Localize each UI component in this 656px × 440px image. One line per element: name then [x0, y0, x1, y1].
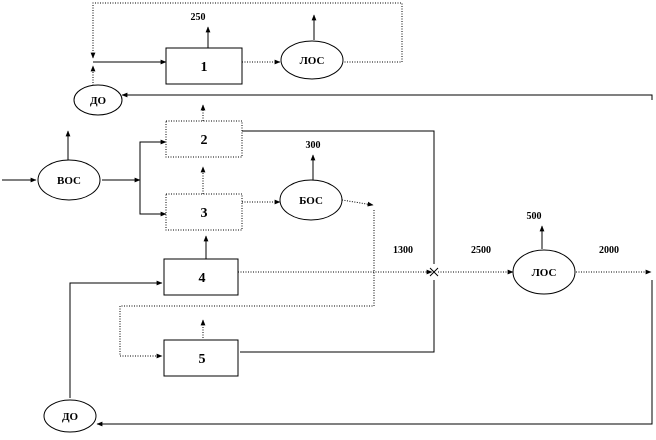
label-box-4: 4 [199, 271, 206, 286]
label-box-1: 1 [201, 60, 208, 75]
flow-recycle-to-box5 [119, 210, 375, 359]
recycle-loop-top [90, 2, 403, 63]
label-box-2: 2 [201, 133, 208, 148]
return-line-to-do-top [121, 92, 653, 100]
label-los-right: ЛОС [532, 267, 557, 279]
splitter-to-box2 [139, 139, 167, 214]
process-box-3 [165, 193, 243, 231]
flow-box5-to-merge [240, 280, 435, 353]
node-bos [279, 179, 343, 221]
flow-value-final-out: 2000 [599, 245, 619, 256]
flow-box2-to-merge [242, 130, 435, 264]
node-los-right [512, 249, 576, 295]
return-line-to-do-bottom [96, 280, 653, 427]
process-box-1 [165, 47, 243, 85]
label-los-top: ЛОС [300, 55, 325, 67]
label-bos: БОС [299, 195, 323, 207]
node-do-bottom [43, 399, 97, 433]
label-do-top: ДО [90, 95, 107, 107]
flow-value-box1-out: 250 [191, 12, 206, 23]
label-box-3: 3 [201, 206, 208, 221]
process-box-5 [163, 339, 239, 377]
process-box-2 [165, 120, 243, 158]
flow-value-merge-out: 2500 [471, 245, 491, 256]
label-box-5: 5 [199, 352, 206, 367]
flow-bos-right [341, 199, 374, 207]
node-vos [37, 159, 101, 201]
node-do-top [73, 84, 123, 116]
flow-do-bottom-to-box4 [69, 280, 163, 398]
label-do-bottom: ДО [62, 411, 79, 423]
flow-value-los-right-out-top: 500 [527, 211, 542, 222]
splitter-to-box3 [139, 180, 167, 217]
merge-point-mark-b [429, 267, 439, 277]
process-box-4 [163, 258, 239, 296]
label-vos: ВОС [57, 175, 81, 187]
flow-value-bos-out: 300 [306, 140, 321, 151]
flow-value-merge-in: 1300 [393, 245, 413, 256]
node-los-top [280, 40, 344, 80]
